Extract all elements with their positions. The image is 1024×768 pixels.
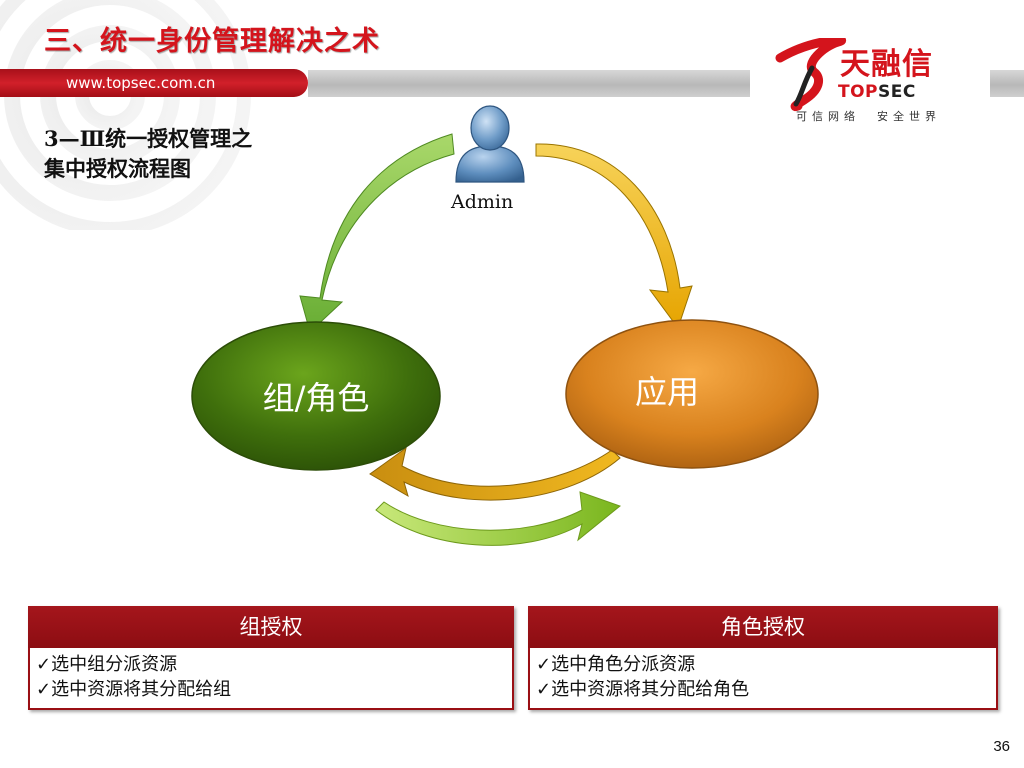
group-role-node [191, 321, 441, 471]
page-number: 36 [993, 738, 1010, 755]
group-authorization-panel: 组授权 ✓选中组分派资源 ✓选中资源将其分配给组 [28, 606, 514, 710]
logo-chinese-name: 天融信 [840, 47, 933, 82]
admin-label: Admin [451, 191, 514, 213]
panel-body: ✓选中角色分派资源 ✓选中资源将其分配给角色 [536, 652, 990, 702]
header-gray-bar [308, 70, 750, 97]
subtitle-line-1: 3—Ⅲ统一授权管理之 [44, 126, 253, 151]
logo-en-dark-part: SEC [878, 82, 916, 102]
app-node [565, 319, 819, 469]
section-subtitle: 3—Ⅲ统一授权管理之 集中授权流程图 [44, 124, 334, 184]
role-authorization-panel: 角色授权 ✓选中角色分派资源 ✓选中资源将其分配给角色 [528, 606, 998, 710]
slide-title: 三、统一身份管理解决之术 [44, 26, 380, 57]
url-bar [0, 69, 308, 97]
arrow-group-to-app [375, 491, 622, 546]
panel-title: 角色授权 [528, 606, 998, 648]
topsec-logo-mark [775, 38, 846, 112]
group-role-label: 组/角色 [262, 379, 370, 417]
app-label: 应用 [634, 373, 699, 411]
website-url: www.topsec.com.cn [66, 74, 216, 92]
arrow-admin-to-group [299, 133, 455, 333]
panel-item: ✓选中角色分派资源 [536, 654, 696, 675]
user-icon [455, 105, 525, 183]
arrow-app-to-group [369, 446, 621, 501]
subtitle-line-2: 集中授权流程图 [44, 156, 191, 181]
logo-slogan: 可信网络 安全世界 [796, 110, 941, 123]
arrow-admin-to-app [535, 143, 693, 330]
logo-english-name: TOPSEC [838, 83, 916, 101]
logo-en-red-part: TOP [838, 82, 879, 102]
header-gray-bar-end [990, 70, 1024, 97]
authorization-flow-diagram [191, 133, 819, 546]
panel-item: ✓选中组分派资源 [36, 654, 178, 675]
panel-body: ✓选中组分派资源 ✓选中资源将其分配给组 [36, 652, 506, 702]
panel-item: ✓选中资源将其分配给组 [36, 679, 232, 700]
panel-item: ✓选中资源将其分配给角色 [536, 679, 750, 700]
panel-title: 组授权 [28, 606, 514, 648]
